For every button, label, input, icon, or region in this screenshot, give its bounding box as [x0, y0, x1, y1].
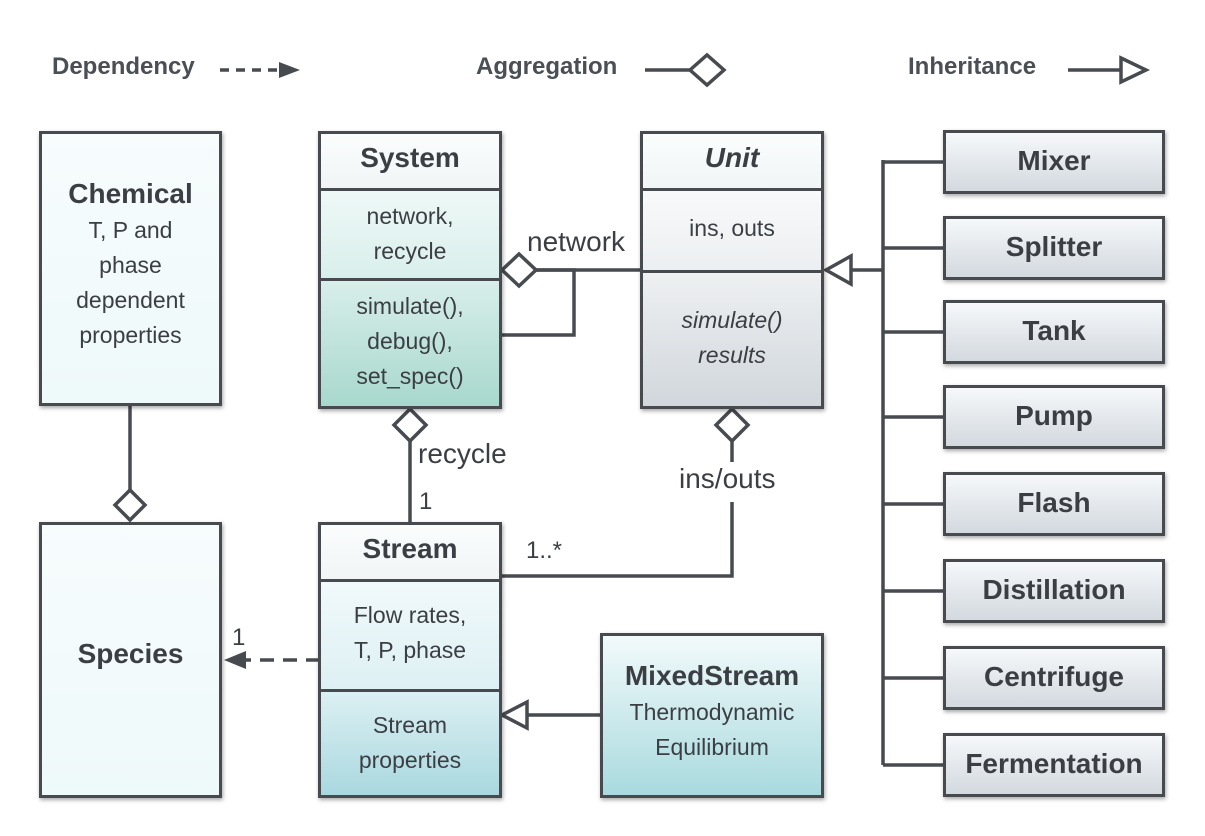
- legend-inheritance-arrowhead: [1119, 55, 1151, 85]
- legend-dependency-label: Dependency: [52, 53, 195, 80]
- system-attribute: network,: [366, 203, 454, 229]
- recycle-multiplicity-label: 1: [419, 488, 433, 515]
- recycle-relation-label: recycle: [418, 438, 507, 469]
- unit-inheritance-arrowhead: [822, 253, 853, 287]
- chemical-class-name: Chemical: [68, 178, 193, 209]
- insouts-aggregation-diamond: [713, 406, 751, 444]
- subclass-mixer: Mixer: [943, 130, 1165, 194]
- unit-class-box: Unit ins, outs simulate() results: [640, 131, 824, 409]
- stream-attribute: T, P, phase: [353, 637, 467, 663]
- system-attribute: recycle: [373, 238, 447, 264]
- ins-outs-line: [500, 502, 734, 578]
- mixedstream-class-name: MixedStream: [624, 660, 800, 691]
- system-method: simulate(),: [356, 293, 464, 319]
- species-class-box: Species: [39, 522, 222, 798]
- stream-unit-multiplicity-label: 1..*: [526, 537, 563, 564]
- legend-inheritance-label: Inheritance: [908, 53, 1037, 80]
- species-class-name: Species: [77, 638, 184, 669]
- subclass-distillation: Distillation: [943, 559, 1165, 623]
- ins-outs-relation-label: ins/outs: [679, 463, 776, 494]
- unit-method: results: [698, 342, 766, 368]
- stream-method: Stream: [372, 712, 448, 738]
- network-aggregation-diamond: [499, 251, 539, 289]
- legend-dependency-arrowhead: [279, 62, 300, 78]
- chemical-description-line: T, P and: [88, 217, 173, 243]
- legend-aggregation-label: Aggregation: [476, 53, 618, 80]
- chemical-description-line: dependent: [76, 287, 185, 313]
- stream-class-name: Stream: [362, 533, 458, 564]
- stream-inheritance-arrowhead: [498, 699, 529, 731]
- system-method: set_spec(): [356, 363, 464, 389]
- species-aggregation-diamond: [112, 487, 148, 523]
- system-method: debug(),: [367, 328, 453, 354]
- stream-attribute: Flow rates,: [353, 602, 467, 628]
- species-multiplicity-label: 1: [232, 624, 246, 651]
- unit-attribute: ins, outs: [689, 215, 775, 241]
- species-dependency-arrowhead: [224, 651, 246, 669]
- stream-method: properties: [358, 747, 462, 773]
- legend-aggregation-diamond: [687, 52, 727, 88]
- unit-method: simulate(): [681, 307, 783, 333]
- chemical-class-box: Chemical T, P and phase dependent proper…: [39, 131, 222, 406]
- subclass-flash: Flash: [943, 472, 1165, 536]
- mixedstream-description-line: Thermodynamic: [629, 699, 795, 725]
- unit-class-name: Unit: [704, 142, 760, 173]
- subclass-tank: Tank: [943, 300, 1165, 364]
- network-relation-label: network: [527, 226, 626, 257]
- recycle-aggregation-diamond: [391, 406, 429, 444]
- chemical-description-line: phase: [99, 252, 162, 278]
- subclass-centrifuge: Centrifuge: [943, 646, 1165, 710]
- system-class-box: System network, recycle simulate(), debu…: [318, 131, 502, 409]
- stream-class-box: Stream Flow rates, T, P, phase Stream pr…: [318, 522, 502, 798]
- mixedstream-description-line: Equilibrium: [655, 734, 769, 760]
- system-class-name: System: [360, 142, 460, 173]
- mixedstream-class-box: MixedStream Thermodynamic Equilibrium: [600, 633, 824, 798]
- subclass-splitter: Splitter: [943, 216, 1165, 280]
- subclass-pump: Pump: [943, 385, 1165, 449]
- chemical-description-line: properties: [79, 322, 182, 348]
- subclass-fermentation: Fermentation: [943, 733, 1165, 797]
